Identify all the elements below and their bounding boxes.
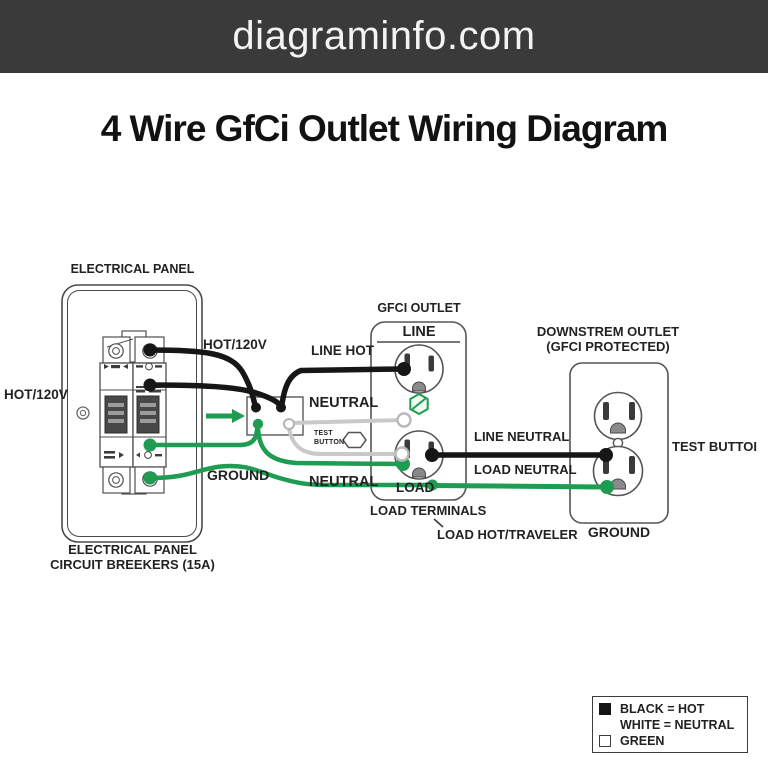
ground-left-label: GROUND — [207, 467, 270, 483]
gfci-outlet-label: GFCI OUTLET — [377, 301, 461, 315]
legend-text-green: GREEN — [620, 733, 665, 748]
load-terminals-label: LOAD TERMINALS — [370, 503, 487, 518]
test-button-label-line2: BUTTON — [314, 439, 345, 446]
electrical-panel-label: ELECTRICAL PANEL — [70, 262, 195, 276]
neutral-lower-label: NEUTRAL — [309, 474, 379, 490]
wires — [147, 347, 607, 490]
downstream-label-line2: (GFCI PROTECTED) — [546, 339, 670, 354]
hot-120v-top-label: HOT/120V — [203, 337, 267, 352]
page-title: 4 Wire GfCi Outlet Wiring Diagram — [100, 108, 669, 149]
wire-neutral-load — [287, 426, 402, 456]
wire-ground-4 — [431, 483, 607, 490]
line-neutral-label: LINE NEUTRAL — [474, 429, 570, 444]
legend-row-green: GREEN — [599, 734, 741, 748]
test-button-right-label: TEST BUTTOI — [672, 439, 757, 454]
hexagon-slash-icon — [409, 392, 429, 416]
legend-row-black: BLACK = HOT — [599, 702, 741, 716]
legend-text-black: BLACK = HOT — [620, 701, 705, 716]
gfci-load-heading: LOAD — [396, 480, 435, 495]
panel-caption-line1: ELECTRICAL PANEL — [68, 542, 197, 557]
downstream-outlet-graphic — [569, 362, 669, 524]
green-swatch-icon — [599, 734, 611, 747]
downstream-label-line1: DOWNSTREM OUTLET — [536, 324, 680, 339]
gfci-line-heading: LINE — [402, 324, 436, 340]
hot-120v-left-label: HOT/120V — [4, 387, 68, 402]
load-hot-pointer-line — [433, 518, 444, 528]
load-hot-traveler-label: LOAD HOT/TRAVELER — [437, 527, 578, 542]
wire-ground-2 — [255, 425, 404, 467]
black-swatch-icon — [599, 702, 611, 715]
neutral-upper-label: NEUTRAL — [309, 395, 379, 411]
flow-arrow-icon — [206, 409, 245, 423]
wire-neutral-line — [289, 418, 404, 425]
legend-row-white: WHITE = NEUTRAL — [599, 718, 741, 732]
site-header: diagraminfo.com — [0, 0, 768, 73]
test-button-icon — [342, 431, 367, 449]
wire-color-legend: BLACK = HOT WHITE = NEUTRAL GREEN — [592, 696, 748, 753]
panel-caption-line2: CIRCUIT BREEKERS (15A) — [50, 557, 215, 572]
ground-bottom-label: GROUND — [587, 524, 651, 540]
wire-ground-3 — [147, 463, 433, 488]
wire-hot-2 — [147, 382, 282, 407]
line-hot-label: LINE HOT — [311, 343, 374, 358]
circuit-breakers-graphic — [99, 330, 167, 495]
site-name: diagraminfo.com — [232, 14, 536, 58]
terminal-dots — [143, 343, 614, 494]
wire-hot-line — [279, 366, 405, 407]
load-neutral-label: LOAD NEUTRAL — [474, 462, 577, 477]
test-button-label-line1: TEST — [314, 430, 333, 437]
legend-text-white: WHITE = NEUTRAL — [620, 717, 735, 732]
